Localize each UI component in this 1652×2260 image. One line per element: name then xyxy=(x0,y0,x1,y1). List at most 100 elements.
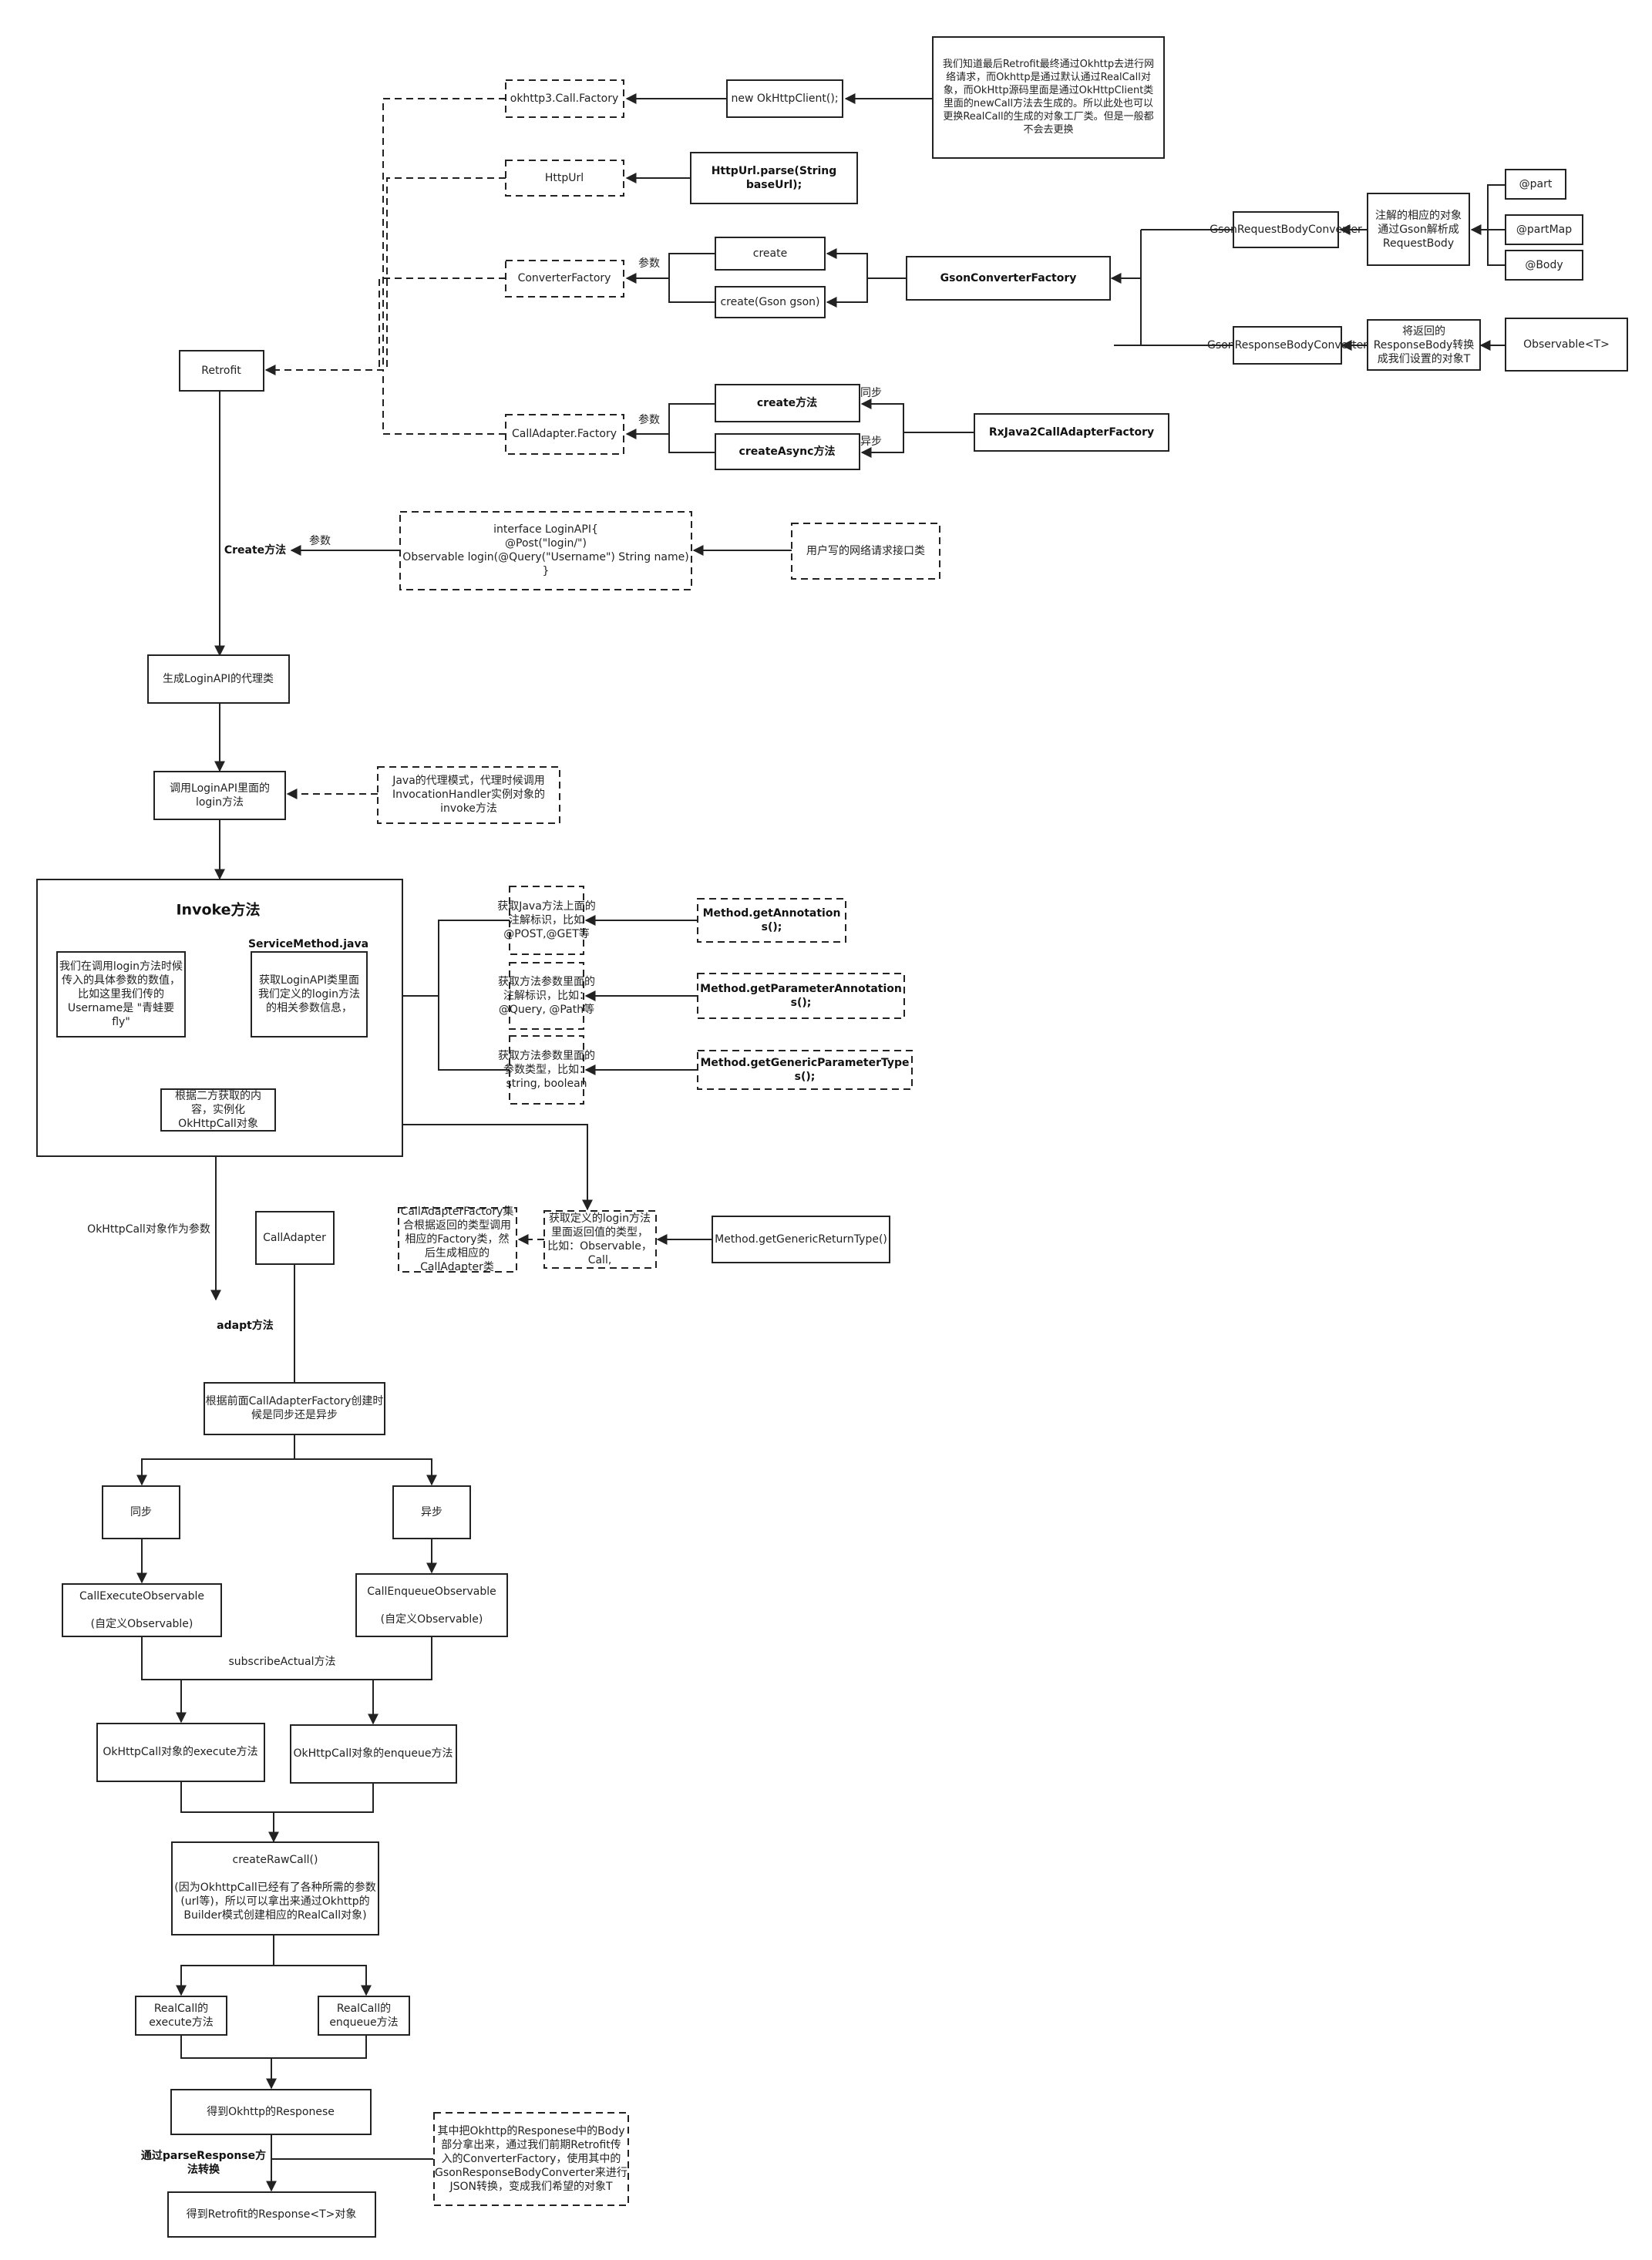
call-adapter-factory-note-text: CallAdapterFactory集合根据返回的类型调用相应的Factory类… xyxy=(401,1205,514,1273)
get-login-info-line: 获取LoginAPI类里面 xyxy=(259,974,359,987)
response-note-line: 成我们设置的对象T xyxy=(1378,353,1471,365)
params-note-line: 我们在调用login方法时候 xyxy=(59,960,183,973)
create-gson-text: create(Gson gson) xyxy=(720,296,819,308)
node-layer: okhttp3.Call.Factory new OkHttpClient();… xyxy=(36,36,1628,2238)
call-adapter-factory-note-line: CallAdapter类 xyxy=(420,1261,494,1273)
instantiate-call-line: OkHttpCall对象 xyxy=(178,1118,258,1130)
gson-response-body-converter-node: GsonResponseBodyConverter xyxy=(1207,326,1368,365)
create-method-node: create方法 xyxy=(715,384,860,422)
gson-converter-factory-text: GsonConverterFactory xyxy=(940,272,1077,284)
okhttpcall-enqueue-line: OkHttpCall对象的enqueue方法 xyxy=(294,1747,453,1760)
instantiate-call-line: 容，实例化 xyxy=(191,1103,245,1116)
realcall-execute-line: execute方法 xyxy=(149,2016,214,2029)
okhttpcall-as-param-text: OkHttpCall对象作为参数 xyxy=(87,1222,210,1236)
proxy-note-line: invoke方法 xyxy=(440,802,497,815)
get-retrofit-response-text: 得到Retrofit的Response<T>对象 xyxy=(187,2208,357,2221)
okhttp-note-line: 里面的newCall方法去生成的。所以此处也可以 xyxy=(944,97,1153,109)
okhttpcall-as-param-label: OkHttpCall对象作为参数 xyxy=(87,1222,210,1236)
new-okhttp-client-text: new OkHttpClient(); xyxy=(731,92,838,105)
okhttpcall-execute-text: OkHttpCall对象的execute方法 xyxy=(103,1746,257,1758)
sync-text: 同步 xyxy=(130,1506,152,1518)
user-api-note-text: 用户写的网络请求接口类 xyxy=(806,544,925,557)
return-type-note-line: 比如：Observable， xyxy=(547,1240,652,1253)
proxy-note-line: Java的代理模式，代理时候调用 xyxy=(392,775,545,787)
sync-edge-label: 同步 xyxy=(860,387,882,399)
gson-request-body-converter-line: GsonRequestBodyConverter xyxy=(1210,224,1362,236)
call-execute-observable-line: CallExecuteObservable xyxy=(79,1590,204,1603)
body-text: @Body xyxy=(1525,259,1563,271)
http-url-line: HttpUrl xyxy=(545,172,584,184)
parse-response-text: 通过parseResponse方法转换 xyxy=(141,2149,266,2176)
call-enqueue-observable-text: CallEnqueueObservable(自定义Observable) xyxy=(367,1586,496,1626)
gson-request-body-converter-node: GsonRequestBodyConverter xyxy=(1210,211,1362,248)
http-url-parse-line: baseUrl); xyxy=(746,179,802,191)
param-label-converter: 参数 xyxy=(638,257,660,270)
proxy-note-line: InvocationHandler实例对象的 xyxy=(392,789,545,801)
gson-response-body-converter-text: GsonResponseBodyConverter xyxy=(1207,339,1368,351)
retrofit-line: Retrofit xyxy=(201,365,241,377)
rxjava2-factory-line: RxJava2CallAdapterFactory xyxy=(989,426,1154,439)
response-note-line: 将返回的 xyxy=(1402,325,1445,338)
new-okhttp-client-line: new OkHttpClient(); xyxy=(731,92,838,105)
call-adapter-factory-text: CallAdapter.Factory xyxy=(512,428,617,440)
new-okhttp-client-node: new OkHttpClient(); xyxy=(726,79,843,118)
create-async-method-node: createAsync方法 xyxy=(715,433,860,470)
body-note-line: 入的ConverterFactory，使用其中的 xyxy=(442,2152,621,2165)
annot-param-line: @Query, @Path等 xyxy=(499,1003,594,1016)
call-adapter-factory-line: CallAdapter.Factory xyxy=(512,428,617,440)
get-login-info-node: 获取LoginAPI类里面我们定义的login方法的相关参数信息， xyxy=(251,951,368,1038)
create-gson-line: create(Gson gson) xyxy=(720,296,819,308)
param-type-text: 获取方法参数里面的参数类型，比如：string, boolean xyxy=(498,1049,595,1090)
call-adapter-factory-note-line: 合根据返回的类型调用 xyxy=(403,1219,511,1232)
adapt-method-label: adapt方法 xyxy=(217,1319,274,1332)
create-raw-call-node: createRawCall()(因为OkhttpCall已经有了各种所需的参数(… xyxy=(171,1841,379,1935)
get-okhttp-response-line: 得到Okhttp的Responese xyxy=(207,2105,335,2118)
invoke-title: Invoke方法 xyxy=(176,901,260,919)
param-type-line: 参数类型，比如： xyxy=(503,1063,590,1076)
login-api-interface-line: } xyxy=(543,565,550,577)
rxjava2-factory-text: RxJava2CallAdapterFactory xyxy=(989,426,1154,439)
get-generic-param-types-line: s(); xyxy=(795,1071,816,1083)
gson-converter-factory-node: GsonConverterFactory xyxy=(906,256,1111,301)
parse-response-label: 通过parseResponse方法转换 xyxy=(141,2149,266,2176)
get-retrofit-response-line: 得到Retrofit的Response<T>对象 xyxy=(187,2208,357,2221)
okhttp-note-node: 我们知道最后Retrofit最终通过Okhttp去进行网络请求，而Okhttp是… xyxy=(932,36,1165,159)
annot-param-text: 获取方法参数里面的注解标识，比如：@Query, @Path等 xyxy=(498,975,595,1016)
params-note-line: Username是 "青蛙要 xyxy=(68,1002,174,1014)
connectors xyxy=(121,93,1506,2192)
http-url-node: HttpUrl xyxy=(505,160,624,197)
create-raw-call-text: createRawCall()(因为OkhttpCall已经有了各种所需的参数(… xyxy=(174,1854,375,1922)
get-param-annotations-line: Method.getParameterAnnotation xyxy=(700,983,902,995)
adapt-method-text: adapt方法 xyxy=(217,1319,274,1332)
okhttpcall-execute-node: OkHttpCall对象的execute方法 xyxy=(96,1723,265,1782)
part-map-line: @partMap xyxy=(1516,224,1572,236)
annot-java-text: 获取Java方法上面的注解标识，比如@POST,@GET等 xyxy=(497,900,596,940)
okhttp3-call-factory-line: okhttp3.Call.Factory xyxy=(510,92,619,105)
call-enqueue-observable-line: (自定义Observable) xyxy=(381,1613,483,1626)
params-note-line: fly" xyxy=(112,1016,130,1028)
body-node: @Body xyxy=(1505,250,1583,281)
request-note-line: 通过Gson解析成 xyxy=(1378,224,1459,236)
call-execute-observable-node: CallExecuteObservable(自定义Observable) xyxy=(62,1583,222,1637)
async-edge-label: 异步 xyxy=(860,436,882,448)
sync-line: 同步 xyxy=(130,1506,152,1518)
sync-or-async-line: 根据前面CallAdapterFactory创建时 xyxy=(206,1394,384,1407)
async-node: 异步 xyxy=(392,1485,471,1539)
call-execute-observable-text: CallExecuteObservable(自定义Observable) xyxy=(79,1590,204,1630)
okhttpcall-enqueue-text: OkHttpCall对象的enqueue方法 xyxy=(294,1747,453,1760)
return-type-note-line: 里面返回值的类型， xyxy=(551,1226,648,1239)
response-note-line: ResponseBody转换 xyxy=(1374,338,1475,351)
login-api-interface-node: interface LoginAPI{@Post("login/")Observ… xyxy=(399,511,692,590)
